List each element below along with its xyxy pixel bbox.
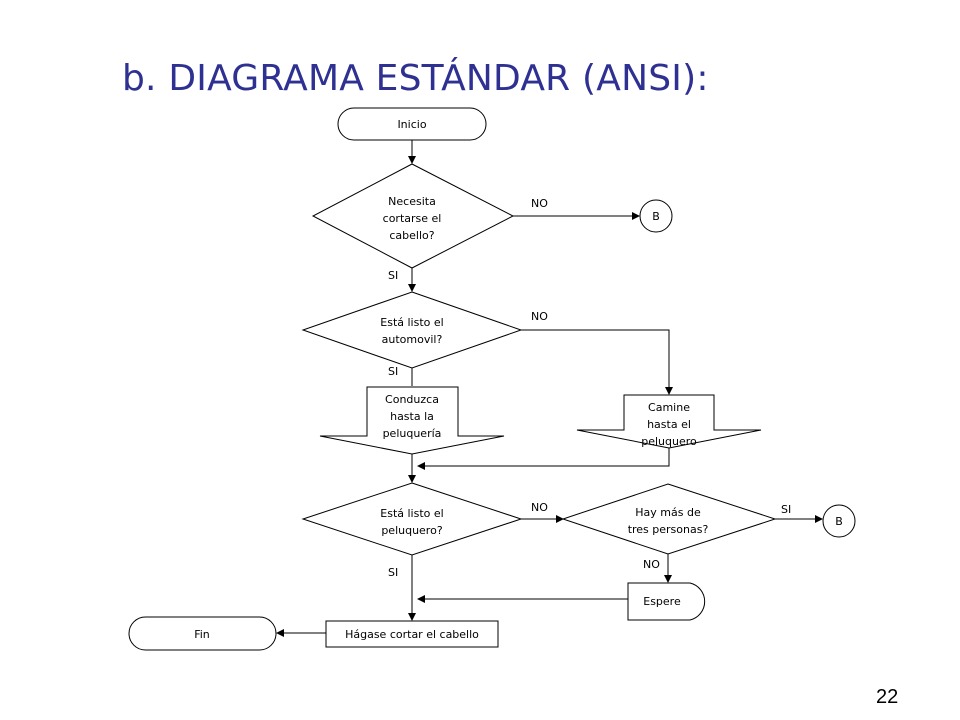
- camine-line2: hasta el: [647, 418, 691, 431]
- connector-b-2-label: B: [835, 515, 843, 528]
- decision1-line3: cabello?: [389, 229, 434, 242]
- decision1-line1: Necesita: [388, 195, 436, 208]
- start-label: Inicio: [397, 118, 426, 131]
- decision4-line1: Hay más de: [635, 506, 701, 519]
- process-hagase: Hágase cortar el cabello: [325, 620, 499, 648]
- decision2-line1: Está listo el: [380, 316, 443, 329]
- conduzca-line1: Conduzca: [385, 393, 439, 406]
- label-no-3: NO: [531, 501, 548, 514]
- label-no-2: NO: [531, 310, 548, 323]
- espere-label: Espere: [643, 595, 681, 608]
- connector-b-2: B: [822, 504, 856, 538]
- conduzca-line2: hasta la: [390, 410, 434, 423]
- label-si-2: SI: [388, 365, 398, 378]
- end-terminator: Fin: [128, 616, 277, 651]
- decision3-line2: peluquero?: [381, 524, 443, 537]
- camine-line3: peluquero: [641, 435, 697, 448]
- decision2-line2: automovil?: [382, 333, 443, 346]
- decision3-line1: Está listo el: [380, 507, 443, 520]
- decision-tres-personas: Hay más de tres personas?: [561, 483, 777, 555]
- delay-espere: Espere: [627, 582, 706, 621]
- decision-automovil: Está listo el automovil?: [301, 291, 523, 369]
- edge-camine-merge: [417, 448, 670, 470]
- camine-line1: Camine: [648, 401, 690, 414]
- label-no-1: NO: [531, 197, 548, 210]
- decision4-line2: tres personas?: [628, 523, 709, 536]
- conduzca-line3: peluquería: [383, 427, 442, 440]
- start-terminator: Inicio: [337, 107, 487, 141]
- connector-b-1-label: B: [652, 210, 660, 223]
- decision-peluquero: Está listo el peluquero?: [301, 482, 523, 556]
- connector-b-1: B: [639, 199, 673, 233]
- page-number: 22: [876, 686, 899, 708]
- label-si-3: SI: [388, 566, 398, 579]
- hagase-label: Hágase cortar el cabello: [345, 628, 479, 641]
- edge-d2-no: [521, 329, 673, 395]
- decision-necesita-cortarse: Necesita cortarse el cabello?: [311, 163, 515, 269]
- label-si-1: SI: [388, 269, 398, 282]
- label-si-4: SI: [781, 503, 791, 516]
- end-label: Fin: [194, 628, 210, 641]
- slide-title: b. DIAGRAMA ESTÁNDAR (ANSI):: [122, 58, 709, 99]
- decision1-line2: cortarse el: [383, 212, 442, 225]
- process-conduzca: Conduzca hasta la peluquería: [319, 386, 505, 455]
- process-camine: Camine hasta el peluquero: [576, 394, 762, 449]
- label-no-4: NO: [643, 558, 660, 571]
